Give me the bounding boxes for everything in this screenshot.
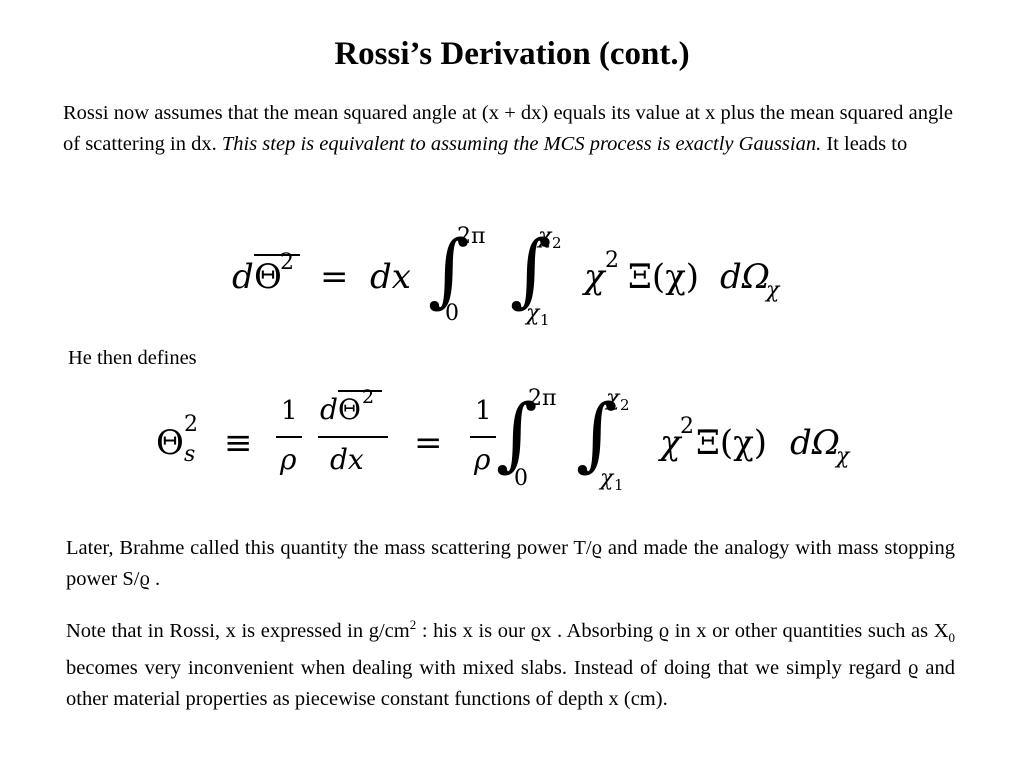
eq1-int2-lower: χ [526,301,540,326]
eq1-overline [254,254,300,256]
eq2-frac3-bar [470,436,496,438]
eq2-frac3-num: 1 [475,396,492,426]
eq2-den: dx [330,443,364,476]
note-text-b: : his x is our ϱx . Absorbing ϱ in x or … [416,619,949,642]
eq2-domega-sub: χ [836,444,850,469]
paragraph-defines: He then defines [68,347,197,369]
eq2-integral-1: ∫ [496,387,538,480]
equation-2: Θ 2 s ≡ 1 ρ d Θ 2 dx = 1 ρ ∫ 2π 0 ∫ χ 2 … [150,380,870,500]
paragraph-brahme: Later, Brahme called this quantity the m… [66,537,955,590]
eq2-xi-expr: Ξ(χ) [696,423,768,463]
intro-text-end: It leads to [821,133,908,155]
eq1-dx: dx [370,257,411,297]
eq2-frac2-bar [318,436,388,438]
paragraph-note: Note that in Rossi, x is expressed in g/… [66,609,955,715]
eq1-xi-expr: Ξ(χ) [628,257,700,297]
eq2-int2-upper: χ [606,386,620,411]
eq1-int2-upper-sub: 2 [552,234,562,252]
eq1-domega: dΩ [720,257,770,297]
paragraph-intro: Rossi now assumes that the mean squared … [63,98,953,160]
note-text-a: Note that in Rossi, x is expressed in g/… [66,619,410,642]
eq2-theta-sup: 2 [184,412,198,437]
eq1-chi: χ [584,257,605,297]
eq2-frac1-num: 1 [281,396,298,426]
eq2-num-d: d [320,393,338,426]
eq2-theta-sub: s [184,442,196,467]
eq2-int1-upper: 2π [528,386,557,411]
equation-1: d Θ 2 = dx ∫ 2π 0 ∫ χ 2 χ 1 χ 2 Ξ(χ) dΩ … [232,216,812,332]
eq1-lhs-sup: 2 [280,250,294,275]
eq1-domega-sub: χ [766,278,780,303]
eq1-int1-lower: 0 [445,301,459,326]
eq2-num-theta: Θ [338,393,361,426]
eq1-int2-lower-sub: 1 [540,311,550,329]
eq1-integral-1: ∫ [428,223,470,316]
eq2-integral-2: ∫ [576,387,618,480]
eq2-num-overline [338,390,382,392]
eq2-frac1-bar [276,436,302,438]
slide-title: Rossi’s Derivation (cont.) [334,36,690,72]
eq2-chi-sup: 2 [680,414,694,439]
eq2-equiv: ≡ [224,423,253,463]
eq1-int1-upper: 2π [457,224,486,249]
eq2-num-sup: 2 [362,386,375,408]
eq1-int2-upper: χ [538,224,552,249]
eq1-lhs-d: d [232,257,254,297]
eq2-int2-upper-sub: 2 [620,396,630,414]
eq2-int2-lower-sub: 1 [614,476,624,494]
eq1-chi-sup: 2 [605,248,619,273]
eq2-frac1-den: ρ [280,443,297,476]
note-sup: 2 [409,617,417,632]
eq1-integral-2: ∫ [510,223,552,316]
intro-text: Rossi now assumes that the mean squared … [63,102,953,155]
eq2-frac3-den: ρ [474,443,491,476]
eq2-int2-lower: χ [600,466,614,491]
note-text-c: becomes very inconvenient when dealing w… [66,656,955,710]
eq2-domega: dΩ [790,423,840,463]
eq2-chi: χ [660,423,681,463]
intro-italic-text: This step is equivalent to assuming the … [221,133,822,155]
eq1-equals: = [320,257,349,297]
note-sub: 0 [948,629,956,645]
eq2-equals: = [414,423,443,463]
eq2-int1-lower: 0 [514,466,528,491]
eq1-lhs-theta: Θ [254,257,282,297]
eq2-theta: Θ [156,423,184,463]
